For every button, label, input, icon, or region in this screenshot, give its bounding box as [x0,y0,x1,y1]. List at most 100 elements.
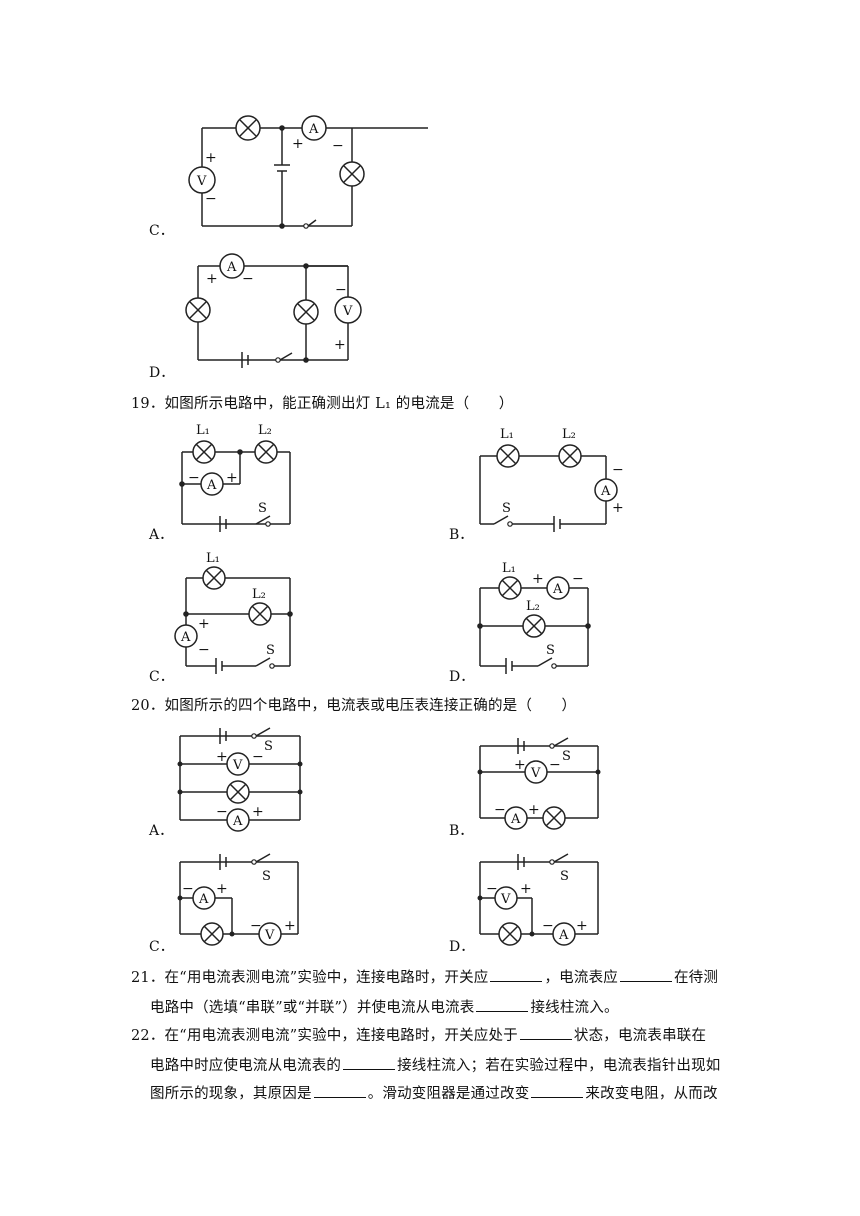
voltmeter-icon: V [334,296,362,324]
ammeter-icon: A [174,624,198,648]
ammeter-icon: A [552,922,576,946]
svg-text:+: + [292,136,304,152]
svg-text:+: + [528,802,540,818]
svg-text:+: + [206,271,218,287]
circuit-20b: V A S + − − + [477,737,601,830]
q21-text: 21．在“用电流表测电流”实验中，连接电路时，开关应 [131,970,489,986]
question-21-line-2: 电路中（选填“串联”或“并联”）并使电流从电流表 接线柱流入。 [150,996,619,1017]
svg-text:V: V [232,758,243,773]
q22-text: 。滑动变阻器是通过改变 [367,1086,530,1102]
svg-text:S: S [262,869,271,884]
lamp-icon [226,780,250,804]
circuit-20d: V A S − + − + [477,853,599,946]
voltmeter-icon: V [524,760,548,784]
answer-blank[interactable] [619,969,672,982]
question-22-line-1: 22．在“用电流表测电流”实验中，连接电路时，开关应处于 状态，电流表串联在 [131,1024,706,1045]
svg-text:−: − [198,642,210,658]
svg-text:−: − [252,749,264,765]
circuit-19b: A L₁ L₂ S − + [479,427,624,532]
q21-text: 接线柱流入。 [530,1000,619,1016]
svg-text:A: A [552,582,563,597]
ammeter-icon: A [546,576,570,600]
lamp-icon [339,161,365,187]
q22-text: 图所示的现象，其原因是 [150,1086,312,1102]
svg-text:A: A [600,484,611,499]
svg-text:+: + [334,337,346,353]
svg-text:L₁: L₁ [206,551,220,566]
lamp-icon [496,444,520,468]
svg-text:−: − [216,804,228,820]
lamp-icon [185,297,211,323]
circuit-19a: A L₁ L₂ S − + [179,423,291,532]
question-20-text: 20．如图所示的四个电路中，电流表或电压表连接正确的是（ ） [131,698,577,714]
voltmeter-icon: V [494,886,518,910]
lamp-icon [498,922,522,946]
svg-text:−: − [572,571,584,587]
svg-text:A: A [308,122,319,137]
option-label: D． [449,939,475,955]
ammeter-icon: A [301,115,327,141]
svg-text:S: S [266,643,275,658]
lamp-icon [248,602,272,626]
ammeter-icon: A [200,472,224,496]
voltmeter-icon: V [226,752,250,776]
ammeter-icon: A [226,808,250,832]
svg-text:+: + [226,470,238,486]
svg-text:−: − [494,802,506,818]
svg-text:L₂: L₂ [562,427,576,442]
svg-text:−: − [542,918,554,934]
svg-text:V: V [196,174,207,189]
circuit-18d: A V + − − + [185,253,362,368]
lamp-icon [293,299,319,325]
answer-blank[interactable] [531,1085,584,1098]
svg-text:+: + [216,749,228,765]
svg-text:+: + [576,918,588,934]
svg-text:V: V [264,928,275,943]
svg-text:A: A [180,630,191,645]
svg-text:A: A [558,928,569,943]
svg-text:−: − [242,271,254,287]
option-label: D． [149,365,175,381]
voltmeter-icon: V [258,922,282,946]
ammeter-icon: A [192,886,216,910]
svg-text:−: − [188,470,200,486]
q22-text: 22．在“用电流表测电流”实验中，连接电路时，开关应处于 [131,1028,518,1044]
svg-text:L₁: L₁ [500,427,514,442]
svg-text:A: A [226,260,237,275]
option-label: C． [149,223,174,239]
option-label: A． [149,823,174,839]
question-19-text: 19．如图所示电路中，能正确测出灯 L₁ 的电流是（ ） [131,396,514,412]
answer-blank[interactable] [313,1085,366,1098]
svg-text:+: + [205,150,217,166]
q22-text: 状态，电流表串联在 [573,1028,707,1044]
svg-text:−: − [250,918,262,934]
circuit-18c: A V + − + − [188,115,428,229]
answer-blank[interactable] [476,999,529,1012]
answer-blank[interactable] [490,969,543,982]
svg-text:A: A [198,892,209,907]
svg-text:+: + [520,881,532,897]
q21-text: 电路中（选填“串联”或“并联”）并使电流从电流表 [150,1000,475,1016]
svg-text:L₁: L₁ [502,561,516,576]
circuit-19c: A L₁ L₂ S + − [174,551,293,674]
option-label: A． [149,527,174,543]
option-label: C． [149,669,174,685]
answer-blank[interactable] [519,1027,572,1040]
svg-text:+: + [532,571,544,587]
ammeter-icon: A [504,806,528,830]
svg-text:S: S [560,869,569,884]
svg-text:L₁: L₁ [196,423,210,438]
voltmeter-icon: V [188,166,216,194]
option-label: C． [149,939,174,955]
answer-blank[interactable] [343,1057,396,1070]
q21-text: ，电流表应 [544,970,618,986]
svg-text:A: A [206,478,217,493]
svg-text:V: V [342,304,353,319]
lamp-icon [235,115,261,141]
svg-text:−: − [549,757,561,773]
q22-text: 电路中时应使电流从电流表的 [150,1058,342,1074]
option-label: D． [449,669,475,685]
svg-text:−: − [182,881,194,897]
q22-text: 接线柱流入；若在实验过程中，电流表指针出现如 [397,1058,721,1074]
svg-text:−: − [332,138,344,154]
